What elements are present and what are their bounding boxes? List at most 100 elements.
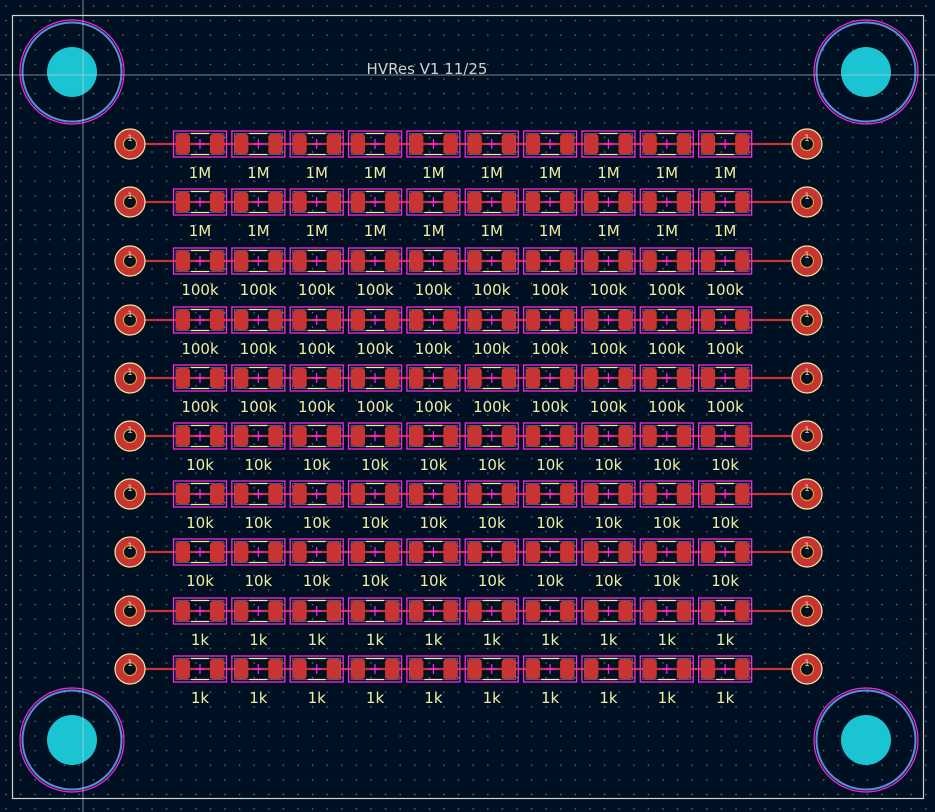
through-hole-pad[interactable]: 1 (791, 420, 823, 452)
resistor-footprint[interactable]: 1M (231, 130, 286, 182)
resistor-footprint[interactable]: 10k (406, 480, 461, 532)
resistor-footprint[interactable]: 10k (464, 422, 519, 474)
through-hole-pad[interactable]: 1 (114, 420, 146, 452)
through-hole-pad[interactable]: 1 (114, 245, 146, 277)
resistor-footprint[interactable]: 1k (464, 655, 519, 707)
resistor-footprint[interactable]: 100k (639, 247, 694, 299)
resistor-footprint[interactable]: 100k (698, 247, 753, 299)
resistor-footprint[interactable]: 1M (581, 130, 636, 182)
resistor-footprint[interactable]: 1M (522, 188, 578, 240)
resistor-footprint[interactable]: 10k (522, 480, 578, 532)
resistor-footprint[interactable]: 1M (464, 130, 519, 182)
through-hole-pad[interactable]: 1 (114, 653, 146, 685)
resistor-footprint[interactable]: 100k (231, 306, 286, 358)
resistor-footprint[interactable]: 10k (289, 422, 344, 474)
resistor-footprint[interactable]: 100k (406, 364, 461, 416)
resistor-footprint[interactable]: 100k (172, 364, 228, 416)
resistor-footprint[interactable]: 1k (464, 597, 519, 649)
resistor-footprint[interactable]: 1k (581, 655, 636, 707)
resistor-footprint[interactable]: 10k (231, 480, 286, 532)
resistor-footprint[interactable]: 1k (639, 597, 694, 649)
resistor-footprint[interactable]: 1k (172, 655, 228, 707)
resistor-footprint[interactable]: 100k (698, 306, 753, 358)
resistor-footprint[interactable]: 1k (522, 597, 578, 649)
resistor-footprint[interactable]: 100k (698, 364, 753, 416)
resistor-footprint[interactable]: 1M (347, 130, 403, 182)
through-hole-pad[interactable]: 1 (114, 362, 146, 394)
through-hole-pad[interactable]: 1 (114, 478, 146, 510)
resistor-footprint[interactable]: 100k (231, 247, 286, 299)
resistor-footprint[interactable]: 1M (289, 130, 344, 182)
resistor-footprint[interactable]: 100k (231, 364, 286, 416)
through-hole-pad[interactable]: 1 (114, 595, 146, 627)
resistor-footprint[interactable]: 100k (464, 306, 519, 358)
resistor-footprint[interactable]: 10k (347, 422, 403, 474)
through-hole-pad[interactable]: 1 (791, 595, 823, 627)
resistor-footprint[interactable]: 100k (639, 306, 694, 358)
through-hole-pad[interactable]: 1 (114, 186, 146, 218)
resistor-footprint[interactable]: 1M (231, 188, 286, 240)
resistor-footprint[interactable]: 100k (639, 364, 694, 416)
resistor-footprint[interactable]: 10k (406, 538, 461, 590)
resistor-footprint[interactable]: 10k (464, 480, 519, 532)
resistor-footprint[interactable]: 1k (172, 597, 228, 649)
resistor-footprint[interactable]: 1k (347, 655, 403, 707)
resistor-footprint[interactable]: 1k (231, 655, 286, 707)
resistor-footprint[interactable]: 100k (581, 364, 636, 416)
through-hole-pad[interactable]: 1 (791, 245, 823, 277)
resistor-footprint[interactable]: 10k (639, 480, 694, 532)
resistor-footprint[interactable]: 1k (289, 597, 344, 649)
resistor-footprint[interactable]: 1M (347, 188, 403, 240)
through-hole-pad[interactable]: 1 (114, 304, 146, 336)
resistor-footprint[interactable]: 1M (639, 188, 694, 240)
resistor-footprint[interactable]: 1k (522, 655, 578, 707)
resistor-footprint[interactable]: 100k (406, 247, 461, 299)
through-hole-pad[interactable]: 1 (791, 304, 823, 336)
resistor-footprint[interactable]: 100k (347, 306, 403, 358)
resistor-footprint[interactable]: 1M (172, 130, 228, 182)
resistor-footprint[interactable]: 100k (172, 247, 228, 299)
resistor-footprint[interactable]: 1M (522, 130, 578, 182)
resistor-footprint[interactable]: 10k (581, 538, 636, 590)
resistor-footprint[interactable]: 10k (522, 538, 578, 590)
resistor-footprint[interactable]: 10k (347, 480, 403, 532)
through-hole-pad[interactable]: 1 (114, 128, 146, 160)
resistor-footprint[interactable]: 10k (581, 480, 636, 532)
through-hole-pad[interactable]: 1 (791, 362, 823, 394)
resistor-footprint[interactable]: 1M (581, 188, 636, 240)
resistor-footprint[interactable]: 100k (522, 306, 578, 358)
resistor-footprint[interactable]: 100k (289, 364, 344, 416)
resistor-footprint[interactable]: 100k (347, 364, 403, 416)
mounting-hole[interactable] (19, 687, 125, 793)
resistor-footprint[interactable]: 10k (172, 422, 228, 474)
resistor-footprint[interactable]: 1M (406, 188, 461, 240)
resistor-footprint[interactable]: 1k (231, 597, 286, 649)
resistor-footprint[interactable]: 1k (639, 655, 694, 707)
through-hole-pad[interactable]: 1 (114, 536, 146, 568)
through-hole-pad[interactable]: 1 (791, 128, 823, 160)
resistor-footprint[interactable]: 1M (172, 188, 228, 240)
resistor-footprint[interactable]: 10k (172, 480, 228, 532)
mounting-hole[interactable] (19, 19, 125, 125)
through-hole-pad[interactable]: 1 (791, 653, 823, 685)
resistor-footprint[interactable]: 1k (406, 655, 461, 707)
mounting-hole[interactable] (813, 687, 919, 793)
resistor-footprint[interactable]: 100k (522, 364, 578, 416)
resistor-footprint[interactable]: 10k (522, 422, 578, 474)
resistor-footprint[interactable]: 10k (289, 538, 344, 590)
resistor-footprint[interactable]: 10k (639, 422, 694, 474)
resistor-footprint[interactable]: 1M (698, 130, 753, 182)
resistor-footprint[interactable]: 10k (172, 538, 228, 590)
resistor-footprint[interactable]: 10k (231, 422, 286, 474)
resistor-footprint[interactable]: 100k (581, 247, 636, 299)
resistor-footprint[interactable]: 100k (464, 247, 519, 299)
resistor-footprint[interactable]: 10k (406, 422, 461, 474)
resistor-footprint[interactable]: 100k (581, 306, 636, 358)
resistor-footprint[interactable]: 10k (347, 538, 403, 590)
resistor-footprint[interactable]: 10k (639, 538, 694, 590)
through-hole-pad[interactable]: 1 (791, 186, 823, 218)
resistor-footprint[interactable]: 10k (231, 538, 286, 590)
resistor-footprint[interactable]: 100k (289, 247, 344, 299)
resistor-footprint[interactable]: 1k (347, 597, 403, 649)
